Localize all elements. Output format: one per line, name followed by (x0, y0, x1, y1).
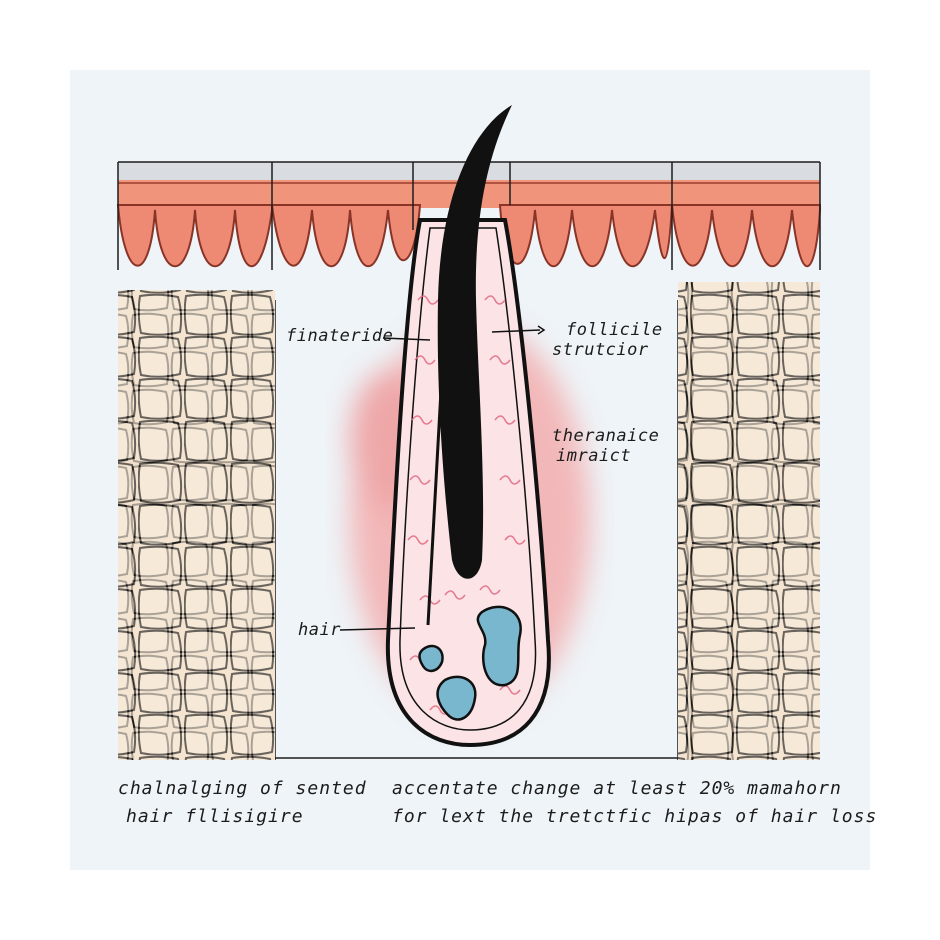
caption-left-line1: chalnalging of sented (118, 778, 367, 799)
dermal-papilla (418, 605, 522, 721)
caption-left-line2: hair fllisigire (126, 805, 304, 827)
tissue-right (678, 282, 820, 760)
label-therapeutic-impact: theranaice imraict (552, 426, 659, 467)
hair-shaft (437, 105, 512, 579)
hair-root-strand (426, 299, 448, 626)
label-follicle-line2: strutcior (552, 340, 649, 361)
label-therapeutic-line2: imraict (556, 446, 632, 467)
label-therapeutic-line1: theranaice (552, 426, 660, 446)
epidermis-ridges (116, 204, 821, 268)
caption-right-line1: accentate change at least 20% mamahorn (392, 778, 842, 799)
label-pointers (339, 325, 546, 631)
label-hair: hair (298, 620, 341, 640)
caption-left: chalnalging of sented hair fllisigire (118, 778, 367, 827)
label-follicle-structure: follicile strutcior (552, 320, 663, 361)
caption-right: accentate change at least 20% mamahorn f… (392, 778, 877, 827)
label-follicle-line1: follicile (566, 320, 663, 340)
label-finasteride: finateride (286, 326, 394, 346)
tissue-left (118, 290, 275, 760)
caption-right-line2: for lext the tretctfic hipas of hair los… (392, 805, 878, 827)
